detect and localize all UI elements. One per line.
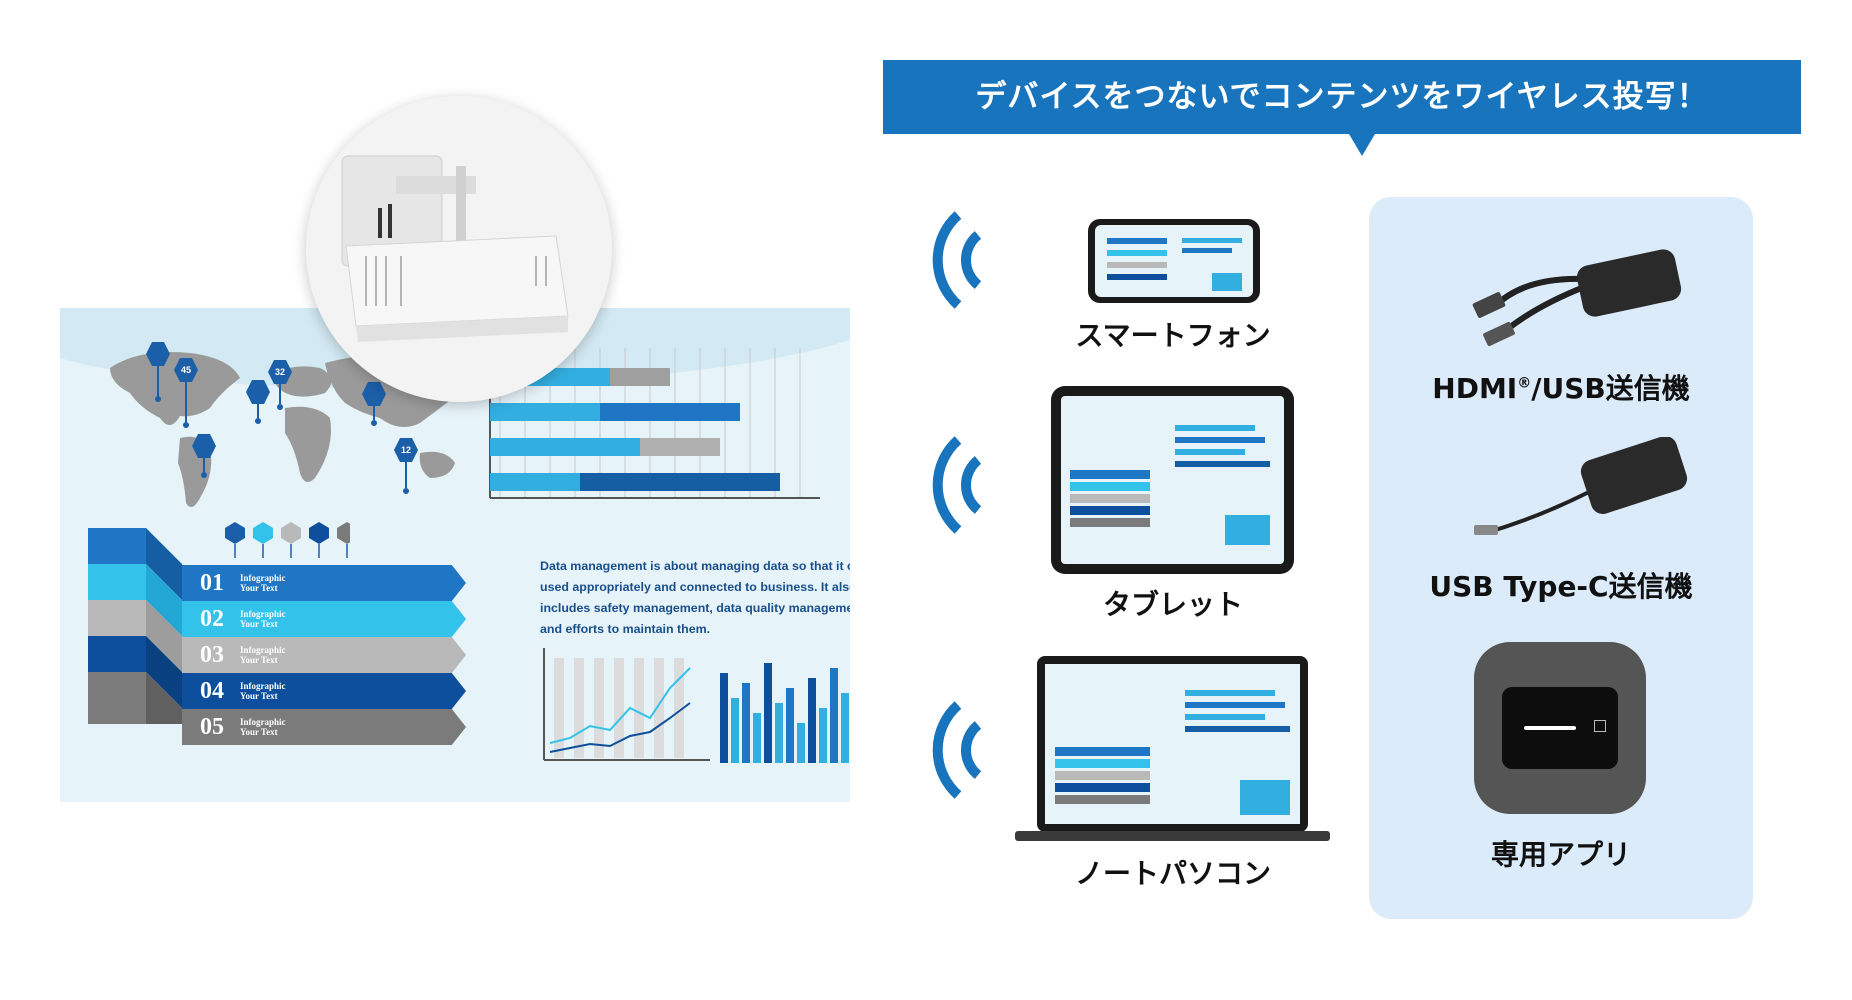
legend-hex-row <box>225 522 350 558</box>
app-icon <box>1474 642 1646 814</box>
slab-side <box>146 528 182 724</box>
line-chart <box>543 648 710 761</box>
tablet-image <box>1051 386 1294 574</box>
map-pin-32: 32 <box>268 360 292 410</box>
device-label-laptop: ノートパソコン <box>1074 857 1271 890</box>
headline-banner: デバイスをつないでコンテンツをワイヤレス投写！ <box>883 60 1801 134</box>
slab-face-02 <box>88 564 146 600</box>
wifi-icon <box>932 211 982 309</box>
wifi-icon <box>932 701 982 799</box>
slab-face-01 <box>88 528 146 564</box>
map-pin <box>146 342 170 402</box>
wifi-icon <box>932 436 982 534</box>
slab-face-03 <box>88 600 146 636</box>
transmitter-label-usbc: USB Type-C送信機 <box>1429 570 1693 603</box>
slab-face-04 <box>88 636 146 672</box>
transmitter-panel: HDMI®/USB送信機 USB Type-C送信機 専用アプリ <box>1369 197 1753 919</box>
smartphone-image <box>1088 219 1260 303</box>
usbc-dongle-image <box>1474 437 1688 535</box>
projector-image <box>306 96 612 402</box>
slab-face-05 <box>88 672 146 724</box>
horizontal-bar-chart <box>489 348 820 499</box>
map-pin-45: 45 <box>174 358 198 428</box>
transmitter-label-app: 専用アプリ <box>1490 838 1631 871</box>
map-pin <box>192 434 216 478</box>
device-label-tablet: タブレット <box>1102 588 1243 621</box>
map-pin-12: 12 <box>394 438 418 494</box>
map-pin <box>246 380 270 424</box>
device-label-smartphone: スマートフォン <box>1075 319 1271 352</box>
description-paragraph: Data management is about managing data s… <box>540 559 850 636</box>
laptop-image <box>1015 656 1330 841</box>
column-chart <box>720 663 849 763</box>
banner-pointer <box>1349 134 1375 156</box>
map-pin <box>362 382 386 426</box>
hdmi-usb-dongle-image <box>1472 249 1682 347</box>
transmitter-label-hdmi-usb: HDMI®/USB送信機 <box>1432 372 1690 405</box>
